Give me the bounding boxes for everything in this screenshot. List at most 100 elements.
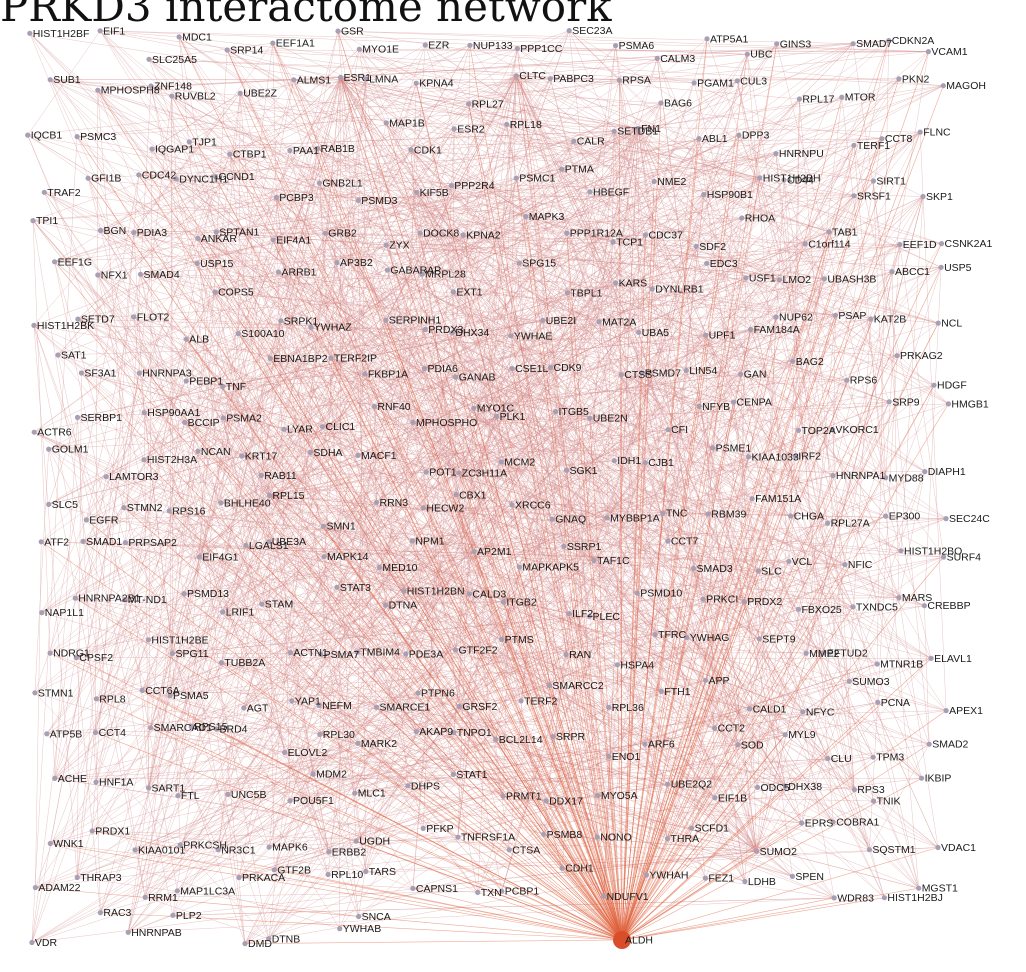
protein-label: KIAA1033 [752,451,799,463]
interaction-edge [387,270,522,701]
protein-label: EEF1A1 [276,38,315,50]
protein-label: MYO1E [362,44,399,56]
protein-label: SMAD4 [144,269,180,281]
interaction-edge [268,541,275,870]
protein-node [523,214,529,220]
protein-label: NUP133 [473,40,513,52]
protein-label: GRB2 [328,228,357,240]
protein-node [131,314,137,320]
protein-label: DYNLRB1 [655,283,704,295]
interaction-edge [177,93,241,796]
interaction-edge [542,243,942,321]
interaction-edge [196,263,359,744]
interaction-edge [33,325,426,330]
protein-node [52,259,58,265]
protein-label: SAT1 [61,350,87,362]
interaction-edge [453,135,740,775]
protein-node [802,241,808,247]
protein-label: PLK1 [500,411,526,423]
interaction-edge [876,40,889,665]
interaction-edge [46,502,222,734]
protein-node [774,41,780,47]
interaction-edge [828,231,890,402]
protein-label: MAPK14 [327,551,369,563]
protein-label: UBE2I [546,315,576,327]
protein-node [421,365,428,372]
protein-label: POT1 [429,467,457,479]
protein-label: SCFD1 [695,823,730,835]
protein-node [195,235,201,241]
interaction-edge [284,685,550,753]
protein-node [145,785,152,791]
protein-label: DHPS [411,780,440,792]
protein-node [506,847,512,853]
protein-node [610,239,616,245]
protein-label: PRPSAP2 [128,537,177,549]
protein-label: EIF1 [103,25,125,37]
protein-node [591,557,597,564]
protein-node [665,781,671,787]
interaction-edge [241,128,455,457]
protein-node [712,795,718,801]
interaction-edge [330,194,704,359]
interaction-edge [144,273,423,413]
interaction-edge [357,411,556,653]
protein-label: IDH1 [617,455,641,467]
protein-label: SUMO2 [760,846,798,858]
protein-label: PSMA2 [226,412,262,424]
interaction-edge [100,452,311,913]
interaction-edge [179,368,425,846]
interaction-edge [365,429,669,872]
protein-node [125,929,131,935]
interaction-edge [426,267,942,473]
interaction-edge [385,320,599,796]
interaction-edge [317,148,700,407]
protein-label: MAGOH [946,80,986,92]
protein-node [355,197,361,203]
protein-label: PPP1CC [520,43,562,55]
protein-node [499,636,505,643]
interaction-edge [35,707,377,888]
protein-label: NEFM [322,700,352,712]
protein-node [352,790,358,796]
interaction-edge [229,153,890,403]
protein-label: TJP1 [192,136,217,148]
protein-label: MTNR1B [880,659,923,671]
protein-label: LYAR [287,424,313,436]
interaction-edge [238,877,413,889]
protein-label: ESR1 [344,72,372,84]
interaction-edge [144,134,739,413]
interaction-edge [168,510,246,944]
interaction-edge [31,49,360,943]
interaction-edge [501,194,704,892]
interaction-edge [178,36,464,236]
interaction-edge [134,522,828,851]
interaction-edge [100,230,706,681]
protein-node [566,28,572,34]
interaction-edge [77,518,947,878]
interaction-edge [733,401,947,519]
interaction-edge [74,154,230,599]
protein-node [689,825,695,831]
protein-label: ALB [189,334,209,346]
interaction-edge [172,653,414,889]
interaction-edge [608,429,833,757]
protein-label: TARS [369,866,396,878]
interaction-edge [638,96,842,129]
protein-label: PSMC3 [80,131,116,143]
protein-node [408,147,414,153]
interaction-edge [27,78,551,136]
protein-node [690,565,697,572]
protein-label: AGT [247,702,269,714]
interaction-edge [133,232,567,655]
protein-node [334,260,340,266]
protein-node [498,459,504,465]
interaction-edge [747,51,929,55]
protein-label: POU5F1 [293,795,334,807]
protein-node [475,889,481,896]
protein-label: HIST1H2BE [151,634,208,646]
interaction-edge [75,597,222,663]
interaction-edge [214,292,314,775]
interaction-edge [733,402,759,571]
interaction-edge [798,430,919,889]
